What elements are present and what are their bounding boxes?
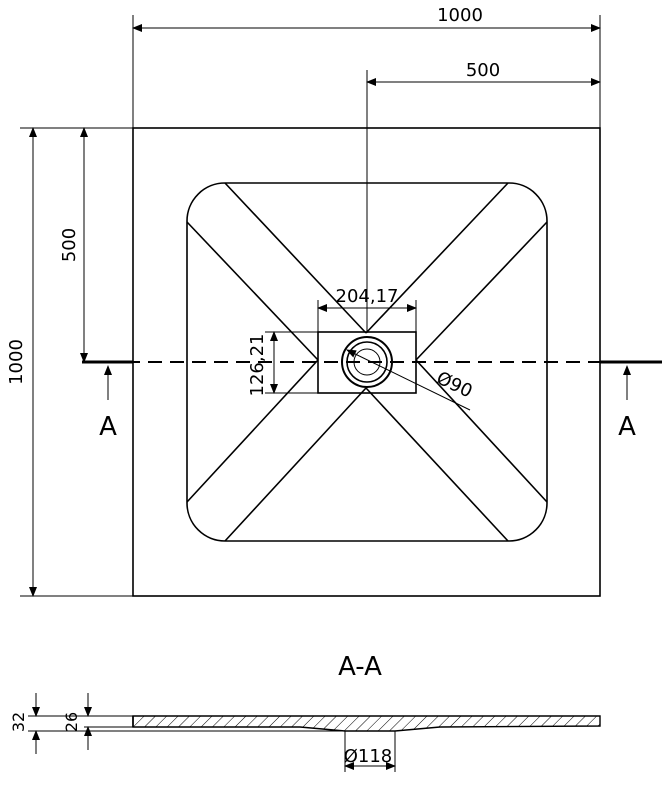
dim-drain-box-width: 204,17: [336, 286, 399, 307]
dimensions: 1000 500 1000 500 204,17 126,21 Ø90: [6, 5, 601, 597]
dim-half-width: 500: [466, 60, 500, 81]
section-marker-left: A: [99, 412, 117, 442]
dim-total-height: 32: [9, 712, 28, 732]
dim-half-depth: 500: [59, 228, 80, 262]
dim-bottom-drain-diameter: Ø118: [344, 746, 393, 767]
tray-section-profile: [132, 715, 601, 732]
dim-drain-diameter: Ø90: [433, 368, 475, 403]
section-title: A-A: [338, 652, 382, 682]
section-view: A-A 32 26 Ø118: [9, 652, 601, 772]
dim-tray-height: 26: [62, 712, 81, 732]
dim-overall-depth: 1000: [6, 339, 27, 385]
dim-overall-width: 1000: [437, 5, 483, 26]
section-marker-right: A: [618, 412, 636, 442]
dim-drain-box-height: 126,21: [247, 334, 268, 397]
